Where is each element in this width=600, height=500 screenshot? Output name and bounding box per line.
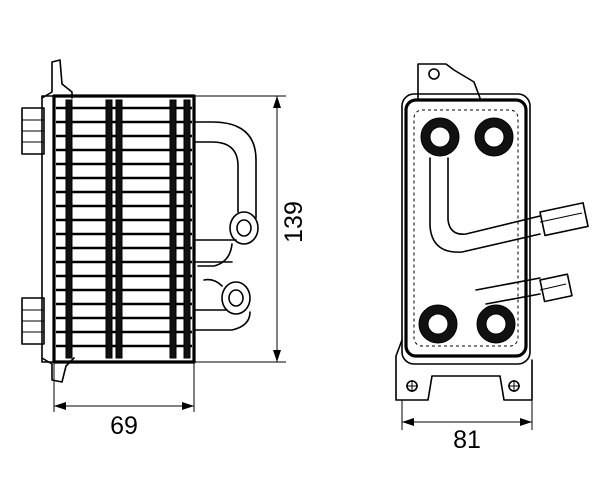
side-view: 139 69	[21, 59, 308, 440]
fin-stack	[56, 99, 192, 359]
height-dimension: 139	[194, 95, 308, 363]
inner-frame	[404, 98, 528, 358]
cooler-housing	[401, 93, 531, 365]
lower-left-port	[418, 304, 458, 344]
front-upper-pipe	[429, 157, 589, 253]
lower-hex-nut	[21, 297, 45, 345]
upper-right-port	[474, 117, 514, 157]
front-lower-pipe	[475, 273, 573, 305]
front-view: 81	[395, 63, 589, 454]
lower-right-port	[476, 304, 516, 344]
depth-dimension-label: 69	[110, 412, 138, 440]
depth-dimension: 69	[53, 362, 195, 440]
height-dimension-label: 139	[280, 201, 308, 243]
bottom-mounting-flange	[395, 339, 533, 401]
width-dimension: 81	[401, 400, 533, 454]
top-mounting-tab	[417, 63, 481, 99]
width-dimension-label: 81	[453, 426, 481, 454]
upper-hex-nut	[21, 107, 45, 155]
upper-bent-pipe	[193, 121, 259, 267]
top-mounting-bracket	[41, 59, 73, 99]
upper-left-port	[420, 117, 460, 157]
bottom-mounting-bracket	[41, 357, 75, 383]
lower-bent-pipe	[193, 278, 251, 331]
cooler-core	[52, 94, 196, 364]
